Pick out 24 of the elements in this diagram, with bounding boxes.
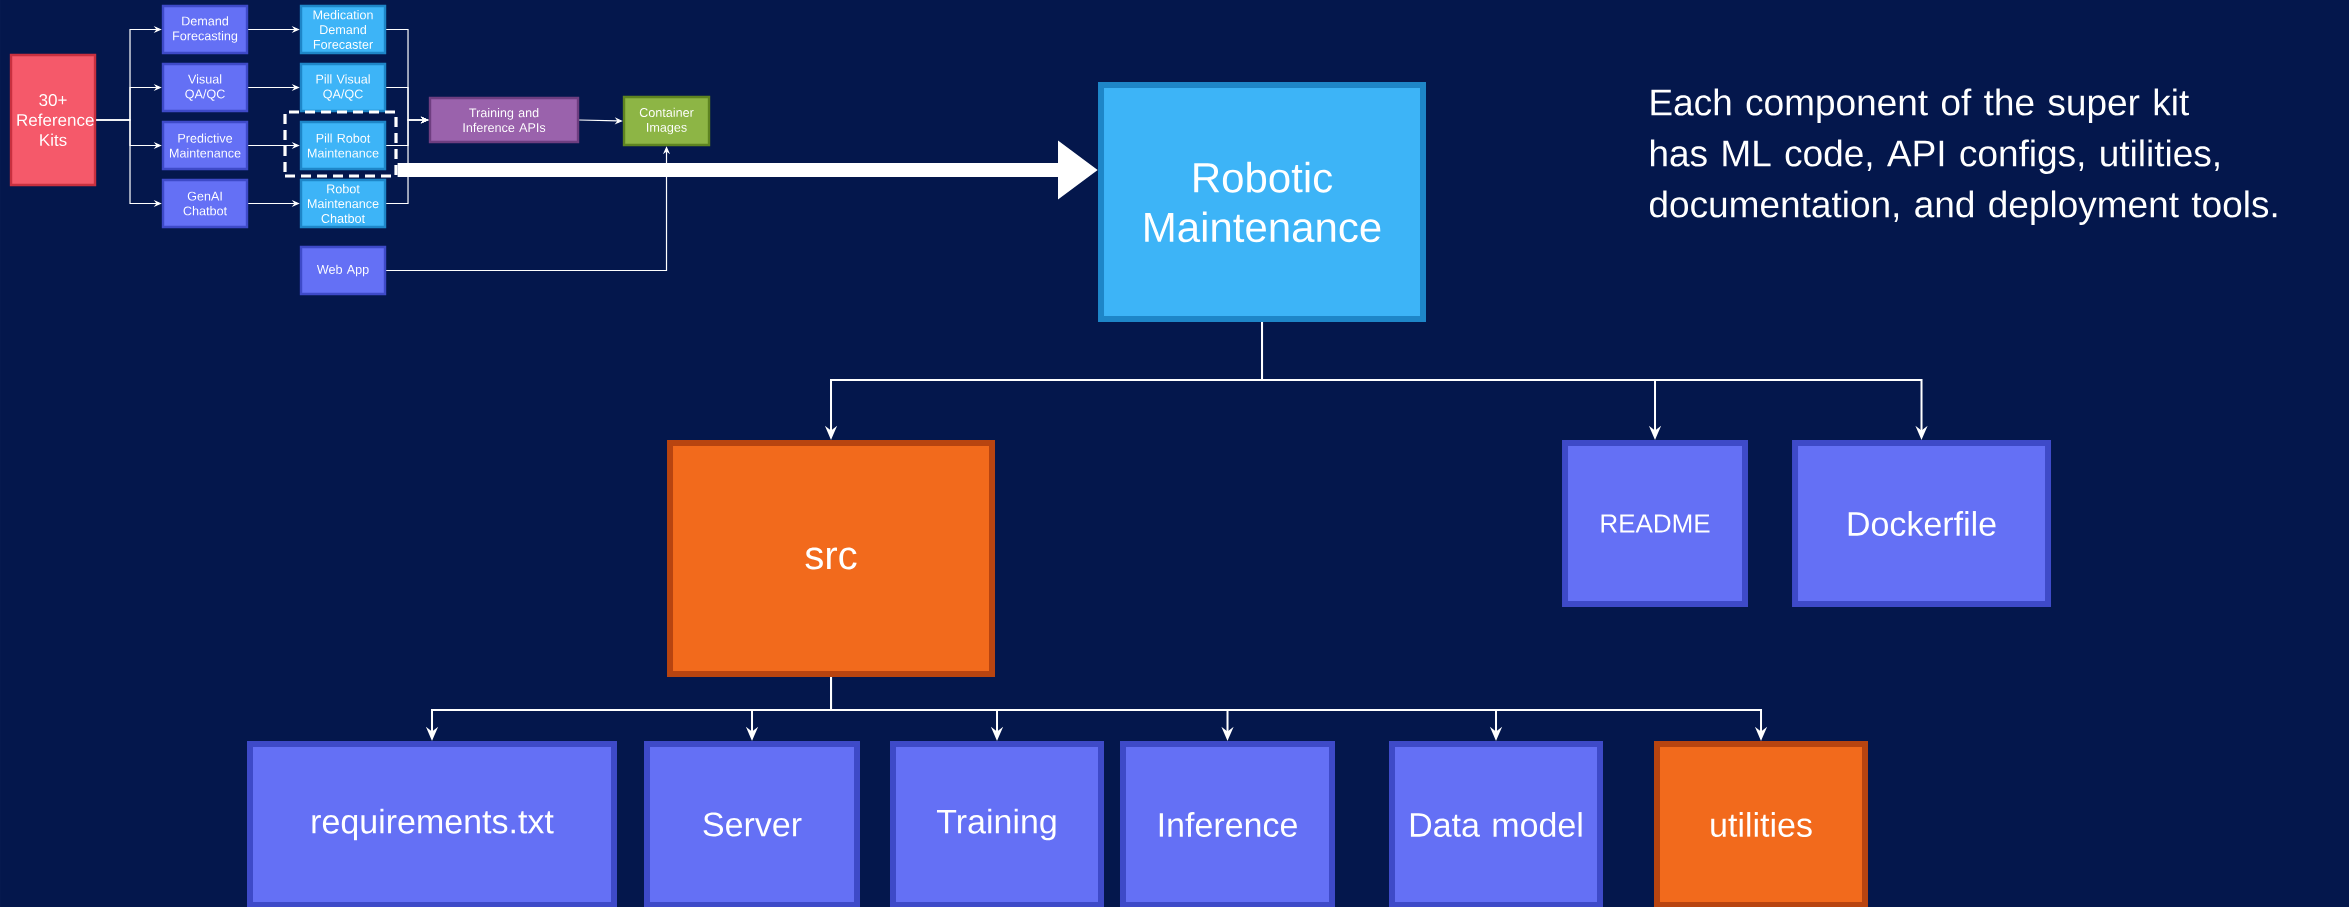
highlight-box xyxy=(283,110,398,178)
category-box: GenAI Chatbot xyxy=(161,178,249,229)
kit-box: Robot Maintenance Chatbot xyxy=(299,178,387,229)
module-box: Inference xyxy=(1120,741,1335,907)
kit-box: Pill Visual QA/QC xyxy=(299,62,387,113)
file-box: Dockerfile xyxy=(1792,440,2051,607)
api-box: Training and Inference APIs xyxy=(428,96,580,144)
module-box: Data model xyxy=(1389,741,1603,907)
app-box: Web App xyxy=(299,245,387,296)
kit-box: Medication Demand Forecaster xyxy=(299,4,387,55)
category-box: Visual QA/QC xyxy=(161,62,249,113)
file-box: README xyxy=(1562,440,1748,607)
module-box: Training xyxy=(890,741,1104,907)
kit-box: 30+ Reference Kits xyxy=(9,53,97,187)
file-box: requirements.txt xyxy=(247,741,617,907)
container-box: Container Images xyxy=(622,95,711,147)
kit-box: Pill Robot Maintenance xyxy=(299,120,387,171)
folder-box: utilities xyxy=(1654,741,1868,907)
category-box: Predictive Maintenance xyxy=(161,120,249,171)
component-box: Robotic Maintenance xyxy=(1098,82,1426,322)
folder-box: src xyxy=(667,440,995,677)
category-box: Demand Forecasting xyxy=(161,4,249,55)
description-text: Each component of the super kit has ML code, API configs, utilities, documentation, and deployment tools. xyxy=(1650,88,2277,225)
module-box: Server xyxy=(644,741,860,907)
